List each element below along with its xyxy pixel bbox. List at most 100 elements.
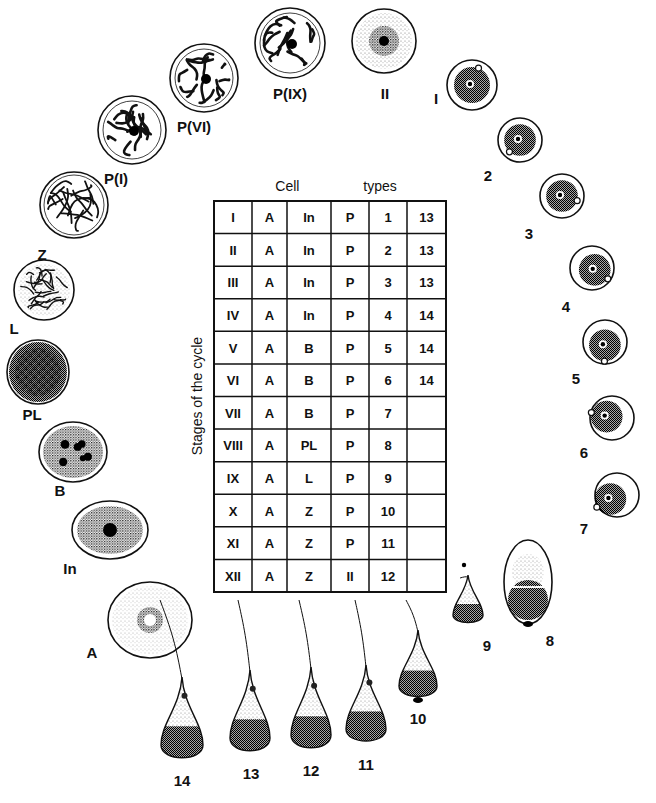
spermatid-part	[291, 667, 331, 748]
table-cell: A	[265, 309, 274, 322]
table-cell: P	[346, 439, 355, 452]
cell-type-label: 14	[174, 773, 191, 788]
germ-cell-part	[599, 340, 607, 348]
germ-cell	[588, 396, 634, 440]
table-cell: A	[265, 439, 274, 452]
spermatid-part	[238, 600, 250, 672]
table-cell: Z	[305, 504, 313, 517]
germ-cell-part	[21, 287, 34, 294]
germ-cell-part	[201, 74, 211, 84]
germ-cell-part	[187, 58, 210, 60]
germ-cell	[72, 501, 148, 559]
spermatid	[228, 600, 272, 758]
table-cell: 6	[384, 374, 391, 387]
spermatid-part	[311, 683, 317, 689]
cell-type-label: 3	[525, 226, 533, 241]
germ-cell-part	[63, 193, 71, 223]
table-cell: 5	[384, 341, 391, 354]
germ-cell-part	[9, 342, 67, 402]
germ-cell-part	[379, 36, 389, 46]
table-cell: In	[303, 211, 315, 224]
germ-cell-part	[170, 44, 238, 112]
table-cell: B	[304, 374, 313, 387]
cell-type-label: II	[381, 86, 389, 101]
cell-type-label: I	[434, 91, 438, 106]
germ-cell-part	[579, 254, 611, 286]
germ-cell-part	[72, 501, 148, 559]
germ-cell-part	[56, 277, 67, 288]
table-cell: L	[305, 471, 313, 484]
spermatid-part	[397, 630, 439, 672]
germ-cell-part	[103, 523, 117, 537]
table-cell: 4	[384, 309, 391, 322]
table-cell: P	[346, 341, 355, 354]
cell-type-label: P(IX)	[273, 86, 307, 101]
table-cell: P	[346, 406, 355, 419]
germ-cell-part	[601, 412, 609, 420]
germ-cell-part	[144, 614, 156, 626]
table-grid-part	[214, 298, 446, 300]
table-cell: A	[265, 211, 274, 224]
germ-cell-part	[514, 135, 522, 143]
germ-cell-part	[219, 80, 229, 82]
table-cell: XI	[227, 537, 239, 550]
table-cell: A	[265, 276, 274, 289]
table-grid-part	[214, 428, 446, 430]
table-grid-part	[214, 233, 446, 235]
cell-type-label: Z	[37, 247, 46, 262]
table-cell: XII	[225, 569, 241, 582]
germ-cells	[7, 8, 639, 658]
table-grid	[214, 201, 446, 592]
germ-cell-part	[44, 175, 104, 235]
spermatid-part	[462, 563, 466, 567]
cell-type-label: P(I)	[104, 171, 128, 186]
spermatid-part	[406, 600, 418, 632]
germ-cell-part	[112, 586, 188, 654]
germ-cell-part	[601, 342, 605, 346]
table-cell: A	[265, 341, 274, 354]
germ-cell-part	[589, 265, 597, 273]
germ-cell-part	[179, 70, 187, 81]
germ-cell	[498, 118, 542, 162]
germ-cell-part	[356, 13, 412, 69]
germ-cell-part	[28, 302, 38, 307]
germ-cell-part	[605, 276, 611, 282]
germ-cell-part	[175, 49, 233, 107]
germ-cell-part	[48, 196, 56, 205]
table-cell: In	[303, 243, 315, 256]
germ-cell-part	[546, 180, 578, 212]
cell-type-label: 7	[580, 521, 588, 536]
table-cell: P	[346, 309, 355, 322]
germ-cell-part	[601, 358, 607, 364]
germ-cell-part	[7, 340, 69, 404]
table-cell: 7	[384, 406, 391, 419]
cell-type-label: 11	[358, 757, 374, 772]
germ-cell-part	[602, 413, 606, 417]
germ-cell-part	[137, 607, 163, 633]
spermatid-part	[413, 697, 423, 703]
germ-cell-part	[187, 85, 197, 97]
germ-cell-part	[15, 348, 61, 396]
germ-cell-part	[284, 18, 295, 23]
table-cell: II	[229, 243, 236, 256]
germ-cell-part	[583, 320, 627, 364]
germ-cell-part	[77, 506, 143, 554]
germ-cell-part	[454, 67, 490, 103]
germ-cell-part	[516, 137, 520, 141]
germ-cell-part	[45, 270, 51, 283]
table-cell: 11	[381, 537, 395, 550]
germ-cell-part	[506, 149, 512, 155]
spermatid-part	[299, 600, 311, 669]
table-cell: 14	[419, 341, 433, 354]
table-cell: 10	[381, 504, 395, 517]
table-cell: A	[265, 406, 274, 419]
cell-type-label: 10	[410, 711, 427, 726]
germ-cell-part	[108, 582, 192, 658]
germ-cell-part	[33, 274, 39, 288]
germ-cell-part	[18, 264, 70, 316]
table-cell: P	[346, 471, 355, 484]
spermatid-part	[228, 719, 272, 757]
germ-cell	[39, 422, 107, 482]
germ-cell-part	[606, 496, 610, 500]
germ-cell-part	[121, 111, 137, 126]
